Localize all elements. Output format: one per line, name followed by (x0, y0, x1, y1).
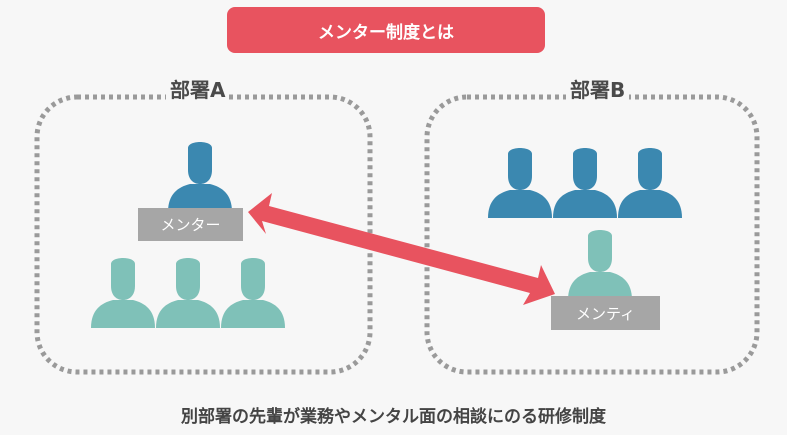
caption: 別部署の先輩が業務やメンタル面の相談にのる研修制度 (181, 407, 606, 427)
senior-person-icon (553, 148, 617, 218)
title-banner: メンター制度とは (227, 7, 545, 53)
department-b-box (424, 94, 760, 375)
mentee-tag: メンティ (551, 296, 660, 330)
mentee-person-icon (568, 230, 632, 300)
senior-person-icon (488, 148, 552, 218)
mentor-person-icon (168, 142, 232, 212)
department-a-label: 部署A (166, 74, 230, 103)
junior-person-icon (91, 258, 155, 328)
double-arrow-icon (248, 193, 555, 305)
department-a-box (34, 94, 373, 375)
junior-person-icon (221, 258, 285, 328)
senior-person-icon (618, 148, 682, 218)
mentor-tag: メンター (138, 208, 243, 241)
department-b-label: 部署B (566, 74, 630, 103)
junior-person-icon (156, 258, 220, 328)
